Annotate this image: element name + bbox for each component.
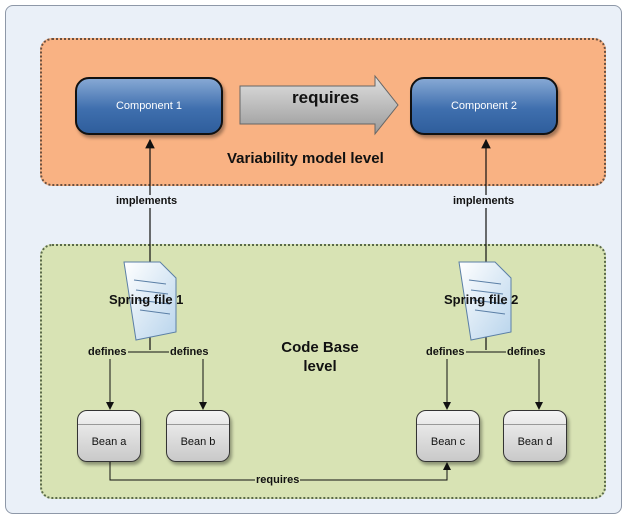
defines-label-d: defines: [506, 346, 547, 359]
defines-label-b: defines: [169, 346, 210, 359]
bean-c: Bean c: [416, 410, 480, 462]
spring-file-2-label: Spring file 2: [444, 292, 519, 307]
bean-b-label: Bean b: [180, 436, 216, 448]
component-2-label: Component 2: [450, 100, 518, 112]
bean-d: Bean d: [503, 410, 567, 462]
codebase-level-title: Code Base level: [281, 339, 359, 375]
component-1: Component 1: [75, 77, 223, 135]
spring-file-1-label: Spring file 1: [109, 292, 184, 307]
implements-label-2: implements: [452, 195, 516, 208]
bean-c-label: Bean c: [430, 436, 466, 448]
requires-block-arrow: [239, 74, 399, 136]
variability-level-title: Variability model level: [227, 150, 384, 167]
spring-file-1-icon: [123, 261, 177, 341]
component-1-label: Component 1: [115, 100, 183, 112]
bean-b: Bean b: [166, 410, 230, 462]
spring-file-2-icon: [458, 261, 512, 341]
bean-a-label: Bean a: [91, 436, 127, 448]
implements-label-1: implements: [115, 195, 179, 208]
requires-arrow-label: requires: [292, 88, 360, 107]
component-2: Component 2: [410, 77, 558, 135]
bean-a: Bean a: [77, 410, 141, 462]
requires-label-bottom: requires: [255, 474, 301, 487]
defines-label-c: defines: [425, 346, 466, 359]
defines-label-a: defines: [87, 346, 128, 359]
bean-d-label: Bean d: [517, 436, 553, 448]
